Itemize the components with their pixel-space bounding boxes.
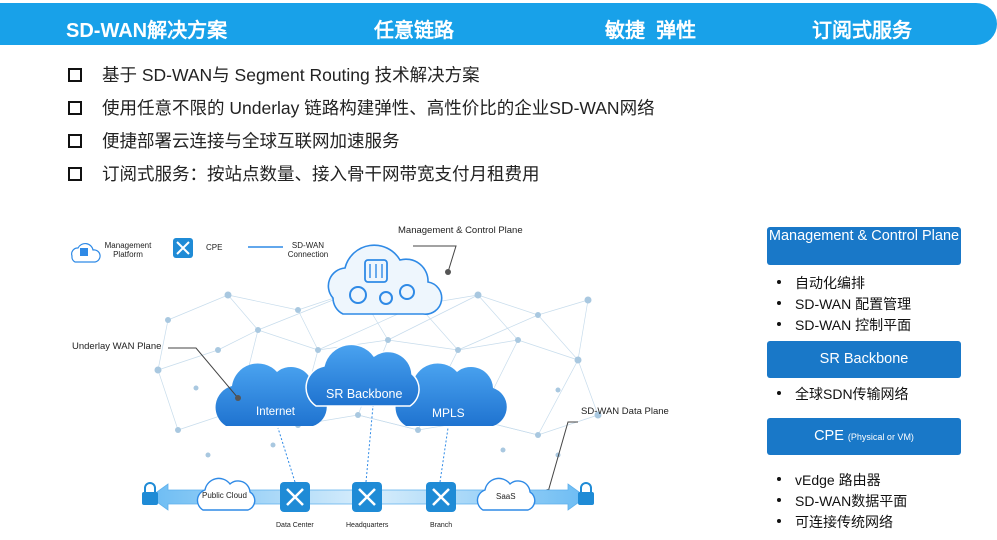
label-saas: SaaS bbox=[496, 492, 516, 501]
banner-subscription: 订阅式服务 bbox=[812, 20, 912, 42]
mgmt-item: 自动化编排 bbox=[777, 273, 865, 293]
internet-cloud-shape bbox=[215, 363, 327, 426]
cpe-item: 可连接传统网络 bbox=[777, 512, 893, 532]
banner-agile-elastic: 敏捷 弹性 bbox=[605, 20, 697, 42]
site-uplinks bbox=[277, 405, 449, 483]
label-mpls: MPLS bbox=[432, 406, 465, 420]
label-headquarters: Headquarters bbox=[346, 522, 389, 529]
mgmt-item: SD-WAN 配置管理 bbox=[777, 294, 911, 314]
sr-item: 全球SDN传输网络 bbox=[777, 384, 909, 404]
cpe-router-icon bbox=[426, 482, 456, 512]
banner-any-link: 任意链路 bbox=[374, 20, 454, 42]
saas-cloud-shape bbox=[476, 477, 536, 511]
dataplane-callout-line bbox=[547, 421, 578, 493]
network-diagram: Management Platform CPE SD-WAN Connectio… bbox=[58, 200, 678, 540]
cpe-router-icon bbox=[352, 482, 382, 512]
cpe-item: vEdge 路由器 bbox=[777, 470, 881, 490]
sr-backbone-cloud-shape bbox=[305, 343, 420, 407]
mgmt-control-plane-box: Management & Control Plane bbox=[767, 227, 961, 265]
management-control-cloud bbox=[327, 244, 443, 315]
mgmt-callout-line bbox=[413, 245, 457, 273]
network-diagram-canvas bbox=[71, 238, 602, 512]
bullet-square bbox=[68, 101, 82, 115]
title-banner: SD-WAN解决方案 任意链路 敏捷 弹性 订阅式服务 bbox=[0, 3, 997, 45]
label-data-center: Data Center bbox=[276, 522, 314, 529]
banner-solution: SD-WAN解决方案 bbox=[66, 20, 228, 42]
public-cloud-shape bbox=[196, 477, 256, 511]
mpls-cloud-shape bbox=[395, 363, 507, 426]
lock-icon bbox=[578, 482, 594, 505]
label-branch: Branch bbox=[430, 522, 453, 529]
cpe-router-icon bbox=[280, 482, 310, 512]
label-mgmt-control-plane: Management & Control Plane bbox=[398, 225, 523, 236]
cpe-legend-icon bbox=[173, 238, 193, 258]
legend-sdwan-connection: SD-WAN Connection bbox=[287, 241, 329, 259]
cpe-box: CPE (Physical or VM) bbox=[767, 418, 961, 455]
underlay-callout-line bbox=[168, 347, 239, 399]
mgmt-item: SD-WAN 控制平面 bbox=[777, 315, 911, 335]
label-public-cloud: Public Cloud bbox=[202, 491, 247, 500]
label-internet: Internet bbox=[256, 406, 295, 418]
legend-cpe: CPE bbox=[206, 243, 223, 252]
label-sr-backbone: SR Backbone bbox=[326, 387, 403, 401]
cpe-item: SD-WAN数据平面 bbox=[777, 491, 907, 511]
label-underlay-wan-plane: Underlay WAN Plane bbox=[72, 341, 162, 352]
label-sdwan-data-plane: SD-WAN Data Plane bbox=[581, 406, 669, 417]
bullet-square bbox=[68, 167, 82, 181]
bullet-square bbox=[68, 68, 82, 82]
bullet-square bbox=[68, 134, 82, 148]
sr-backbone-box: SR Backbone bbox=[767, 341, 961, 378]
management-platform-icon bbox=[71, 242, 101, 263]
lock-icon bbox=[142, 482, 158, 505]
legend-management-platform: Management Platform bbox=[104, 241, 152, 259]
